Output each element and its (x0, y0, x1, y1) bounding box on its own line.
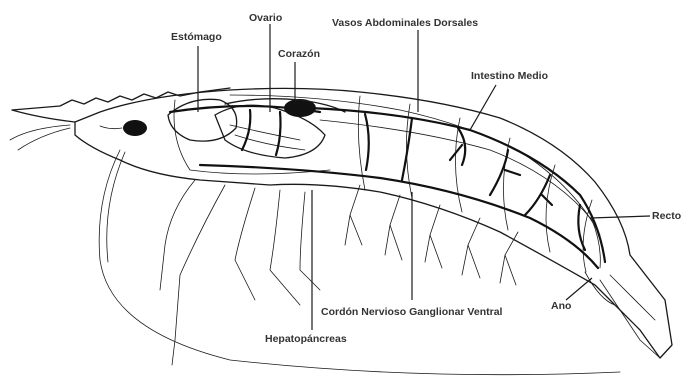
label-intestino-medio: Intestino Medio (471, 70, 548, 82)
leader-lines (198, 24, 650, 330)
vessel-branches (242, 110, 585, 250)
label-corazon: Corazón (278, 48, 320, 60)
label-hepatopancreas: Hepatopáncreas (265, 333, 347, 345)
eye (123, 120, 147, 136)
tail-fan (585, 272, 660, 358)
label-recto: Recto (652, 210, 681, 222)
rostrum (12, 88, 230, 110)
label-cordon-nervioso: Cordón Nervioso Ganglionar Ventral (321, 306, 503, 318)
swimmerets (345, 185, 518, 285)
label-vasos-abdominales-dorsales: Vasos Abdominales Dorsales (332, 17, 478, 29)
label-ano: Ano (551, 300, 571, 312)
label-estomago: Estómago (171, 31, 222, 43)
eye-stalk (100, 126, 122, 129)
label-ovario: Ovario (249, 12, 282, 24)
hepatopancreas-texture (230, 125, 305, 150)
abdominal-segments (358, 96, 592, 272)
rostrum-lower (12, 110, 75, 122)
